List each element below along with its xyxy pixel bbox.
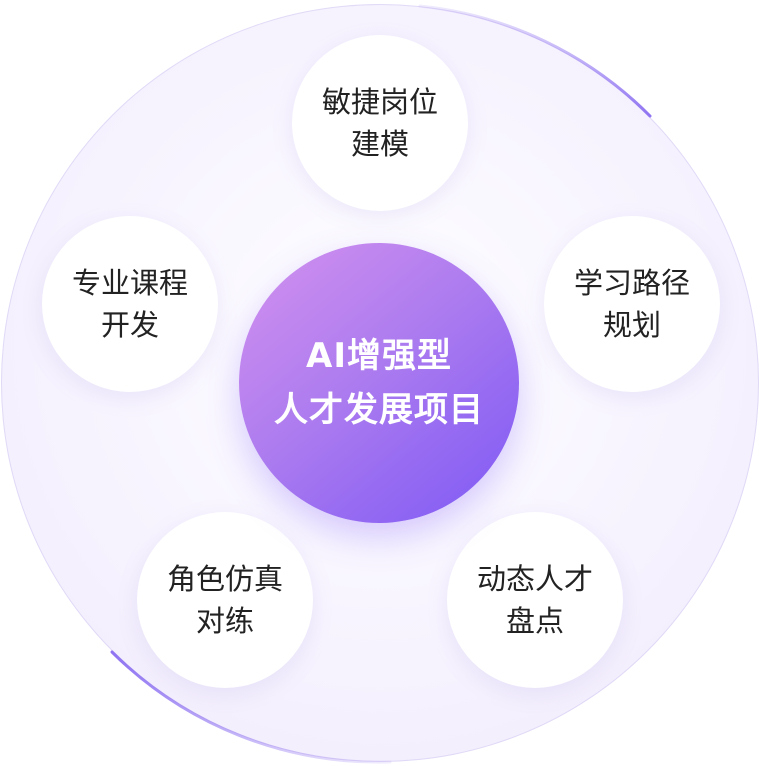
node-professional-course-development: 专业课程 开发 [42, 216, 218, 392]
node-label-line2: 对练 [195, 604, 254, 638]
node-label-line2: 建模 [350, 127, 409, 161]
node-agile-position-modeling: 敏捷岗位 建模 [292, 35, 468, 211]
node-label-line2: 盘点 [505, 604, 564, 638]
node-label-line1: 角色仿真 [166, 562, 283, 596]
center-title-line2: 人才发展项目 [274, 390, 484, 430]
node-label-line1: 专业课程 [71, 266, 188, 300]
node-label-line2: 开发 [100, 308, 159, 342]
center-title-line1: AI增强型 [306, 336, 452, 376]
node-label-line1: 学习路径 [573, 266, 690, 300]
node-role-simulation-practice: 角色仿真 对练 [137, 512, 313, 688]
node-label-line1: 敏捷岗位 [321, 85, 438, 119]
node-dynamic-talent-review: 动态人才 盘点 [447, 512, 623, 688]
node-label-line2: 规划 [602, 308, 661, 342]
node-learning-path-planning: 学习路径 规划 [544, 216, 720, 392]
node-label-line1: 动态人才 [476, 562, 593, 596]
center-hub: AI增强型 人才发展项目 [239, 243, 519, 523]
